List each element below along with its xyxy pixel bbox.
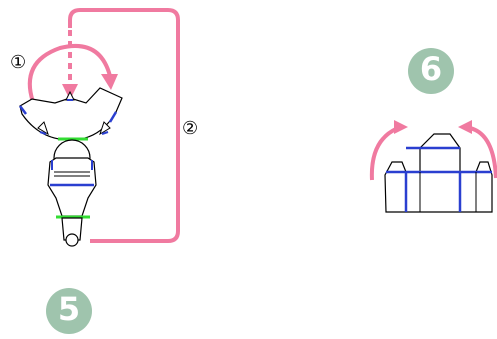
fan-tab-blue-right [101, 131, 109, 135]
tail-piece [61, 217, 83, 241]
tail-circle [65, 233, 79, 247]
body-piece [47, 157, 97, 217]
right-curve-arrow [469, 126, 497, 179]
fan-tab-left [37, 121, 49, 136]
curl-arrow [27, 43, 112, 103]
right-curve-arrowhead [458, 120, 472, 134]
fan-tab-right [99, 121, 111, 136]
fan-tab-blue-left [39, 131, 47, 135]
step-number-5: 5 [57, 290, 81, 328]
step-badge-5: 5 [46, 288, 92, 334]
left-curve-arrowhead [394, 120, 408, 134]
step-badge-6: 6 [408, 48, 454, 94]
fan-blue-left [19, 105, 27, 115]
left-curve-arrow [369, 126, 399, 181]
loop-arrow-path [68, 8, 180, 243]
curl-arrowhead [101, 74, 118, 90]
step-number-6: 6 [419, 50, 443, 88]
callout-1: ① [10, 52, 27, 73]
callout-2: ② [182, 118, 199, 139]
fan-blue-right [108, 111, 118, 123]
